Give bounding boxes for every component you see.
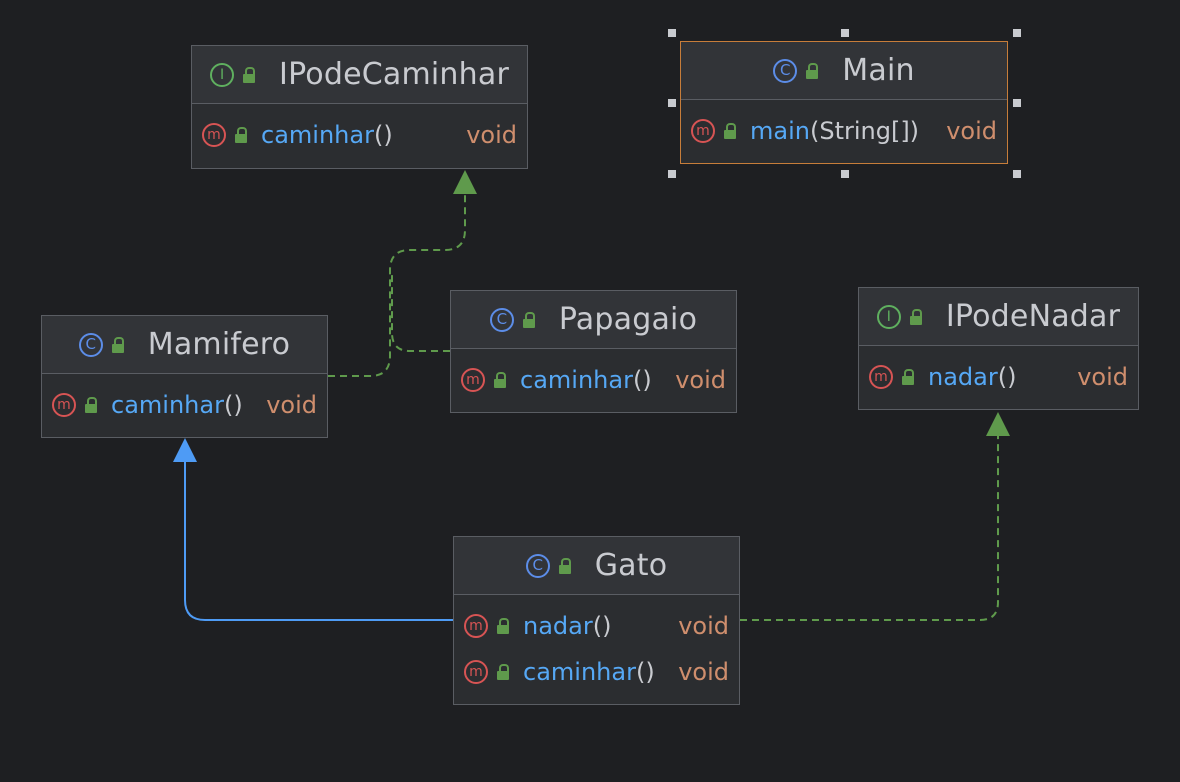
member-row[interactable]: m caminhar() void <box>192 104 527 166</box>
method-name: nadar <box>928 363 998 391</box>
arrowhead-ipodecaminhar <box>453 170 477 194</box>
method-icon: m <box>691 119 715 143</box>
return-type: void <box>675 366 726 394</box>
return-type: void <box>946 117 997 145</box>
node-header: C Main <box>681 42 1007 100</box>
return-type: void <box>266 391 317 419</box>
node-gato[interactable]: C Gato m nadar() void m caminhar() void <box>453 536 740 705</box>
node-ipodenadar[interactable]: I IPodeNadar m nadar() void <box>858 287 1139 410</box>
public-lock-icon <box>522 311 537 328</box>
public-lock-icon <box>243 66 257 83</box>
return-type: void <box>678 658 729 686</box>
method-icon: m <box>461 368 485 392</box>
public-lock-icon <box>724 123 738 139</box>
public-lock-icon <box>497 664 511 680</box>
node-title: Mamifero <box>147 327 291 362</box>
return-type: void <box>1077 363 1128 391</box>
resize-handle-bottom-right[interactable] <box>1013 170 1021 178</box>
node-title: Gato <box>594 548 668 583</box>
resize-handle-top[interactable] <box>841 29 849 37</box>
class-icon: C <box>489 307 514 332</box>
public-lock-icon <box>909 308 924 325</box>
class-icon: C <box>78 332 103 357</box>
method-name: caminhar <box>111 391 224 419</box>
resize-handle-bottom-left[interactable] <box>668 170 676 178</box>
node-title: Main <box>842 53 915 88</box>
method-name: caminhar <box>261 121 374 149</box>
public-lock-icon <box>494 372 508 388</box>
method-params: () <box>592 612 612 640</box>
node-title: IPodeNadar <box>945 299 1121 334</box>
public-lock-icon <box>235 127 249 143</box>
method-icon: m <box>52 393 76 417</box>
member-row[interactable]: m nadar() void <box>859 346 1138 408</box>
method-params: () <box>632 366 652 394</box>
member-row[interactable]: m caminhar() void <box>42 374 327 436</box>
public-lock-icon <box>497 618 511 634</box>
method-name: caminhar <box>520 366 633 394</box>
node-header: I IPodeCaminhar <box>192 46 527 104</box>
member-row[interactable]: m nadar() void <box>454 603 739 649</box>
node-title: Papagaio <box>558 302 698 337</box>
return-type: void <box>678 612 729 640</box>
class-icon: C <box>525 553 550 578</box>
node-title: IPodeCaminhar <box>279 57 509 92</box>
class-icon: C <box>773 58 798 83</box>
interface-icon: I <box>876 304 901 329</box>
node-ipodecaminhar[interactable]: I IPodeCaminhar m caminhar() void <box>191 45 528 169</box>
resize-handle-bottom[interactable] <box>841 170 849 178</box>
method-icon: m <box>464 660 488 684</box>
method-icon: m <box>202 123 226 147</box>
member-row[interactable]: m caminhar() void <box>451 349 736 411</box>
edge-papagaio-ipodecaminhar[interactable] <box>391 272 450 352</box>
node-header: C Gato <box>454 537 739 595</box>
edge-mamifero-ipodecaminhar[interactable] <box>328 194 466 377</box>
member-row[interactable]: m main(String[]) void <box>681 100 1007 162</box>
method-params: () <box>997 363 1017 391</box>
public-lock-icon <box>806 62 820 79</box>
resize-handle-top-left[interactable] <box>668 29 676 37</box>
node-header: I IPodeNadar <box>859 288 1138 346</box>
method-params: () <box>223 391 243 419</box>
resize-handle-left[interactable] <box>668 99 676 107</box>
node-mamifero[interactable]: C Mamifero m caminhar() void <box>41 315 328 438</box>
public-lock-icon <box>902 369 916 385</box>
method-params: () <box>635 658 655 686</box>
resize-handle-top-right[interactable] <box>1013 29 1021 37</box>
node-header: C Papagaio <box>451 291 736 349</box>
node-main[interactable]: C Main m main(String[]) void <box>680 41 1008 164</box>
method-icon: m <box>869 365 893 389</box>
public-lock-icon <box>111 336 126 353</box>
node-header: C Mamifero <box>42 316 327 374</box>
resize-handle-right[interactable] <box>1013 99 1021 107</box>
public-lock-icon <box>85 397 99 413</box>
method-name: main <box>750 117 810 145</box>
return-type: void <box>466 121 517 149</box>
method-params: (String[]) <box>809 117 920 145</box>
arrowhead-ipodenadar <box>986 412 1010 436</box>
member-row[interactable]: m caminhar() void <box>454 649 739 695</box>
edge-gato-mamifero[interactable] <box>184 462 453 621</box>
public-lock-icon <box>558 557 573 574</box>
method-name: caminhar <box>523 658 636 686</box>
node-papagaio[interactable]: C Papagaio m caminhar() void <box>450 290 737 413</box>
arrowhead-mamifero <box>173 438 197 462</box>
interface-icon: I <box>210 62 235 87</box>
method-icon: m <box>464 614 488 638</box>
edge-gato-ipodenadar[interactable] <box>740 436 999 621</box>
method-name: nadar <box>523 612 593 640</box>
method-params: () <box>373 121 393 149</box>
